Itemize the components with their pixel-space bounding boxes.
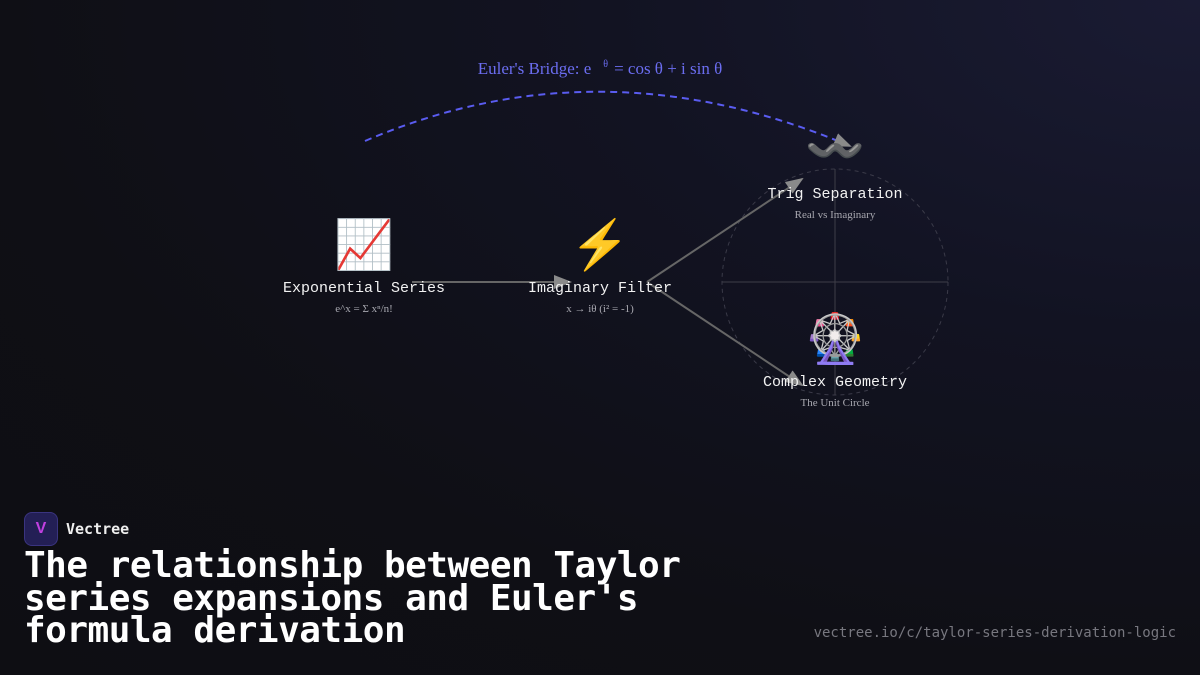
node-complex-geometry: 🎡 Complex Geometry The Unit Circle — [763, 312, 907, 409]
chart-increasing-icon: 📈 — [334, 219, 394, 272]
node-exponential-series: 📈 Exponential Series e^x = Σ xⁿ/n! — [283, 218, 445, 315]
euler-bridge-label: Euler's Bridge: e θ = cos θ + i sin θ — [0, 59, 1200, 79]
node-label: Exponential Series — [282, 280, 446, 297]
bridge-suffix: = cos θ + i sin θ — [614, 59, 723, 78]
node-sub: e^x = Σ xⁿ/n! — [335, 303, 393, 315]
page-url: vectree.io/c/taylor-series-derivation-lo… — [813, 625, 1176, 641]
euler-bridge-arc — [364, 90, 852, 147]
node-imaginary-filter: ⚡ Imaginary Filter x → iθ (i² = -1) — [528, 218, 672, 315]
brand-name: Vectree — [66, 520, 130, 538]
node-label: Imaginary Filter — [527, 280, 673, 297]
node-sub: x → iθ (i² = -1) — [566, 303, 634, 315]
wavy-dash-icon: 〰️ — [805, 125, 865, 178]
arrow-imaginary-to-trig — [646, 177, 804, 283]
node-sub: The Unit Circle — [800, 397, 870, 409]
node-trig-separation: 〰️ Trig Separation Real vs Imaginary — [767, 124, 902, 221]
arrow-imaginary-to-geometry — [646, 281, 804, 387]
brand: V Vectree — [24, 512, 129, 546]
node-label: Trig Separation — [767, 186, 903, 203]
lightning-icon: ⚡ — [570, 219, 630, 272]
node-sub: Real vs Imaginary — [794, 209, 876, 221]
ferris-wheel-icon: 🎡 — [805, 313, 865, 366]
vectree-logo-icon: V — [24, 512, 58, 546]
bridge-prefix: Euler's Bridge: e — [477, 59, 592, 78]
bridge-superscript: θ — [603, 59, 609, 71]
page-title: The relationship between Taylor series e… — [24, 545, 681, 651]
node-label: Complex Geometry — [762, 374, 908, 391]
